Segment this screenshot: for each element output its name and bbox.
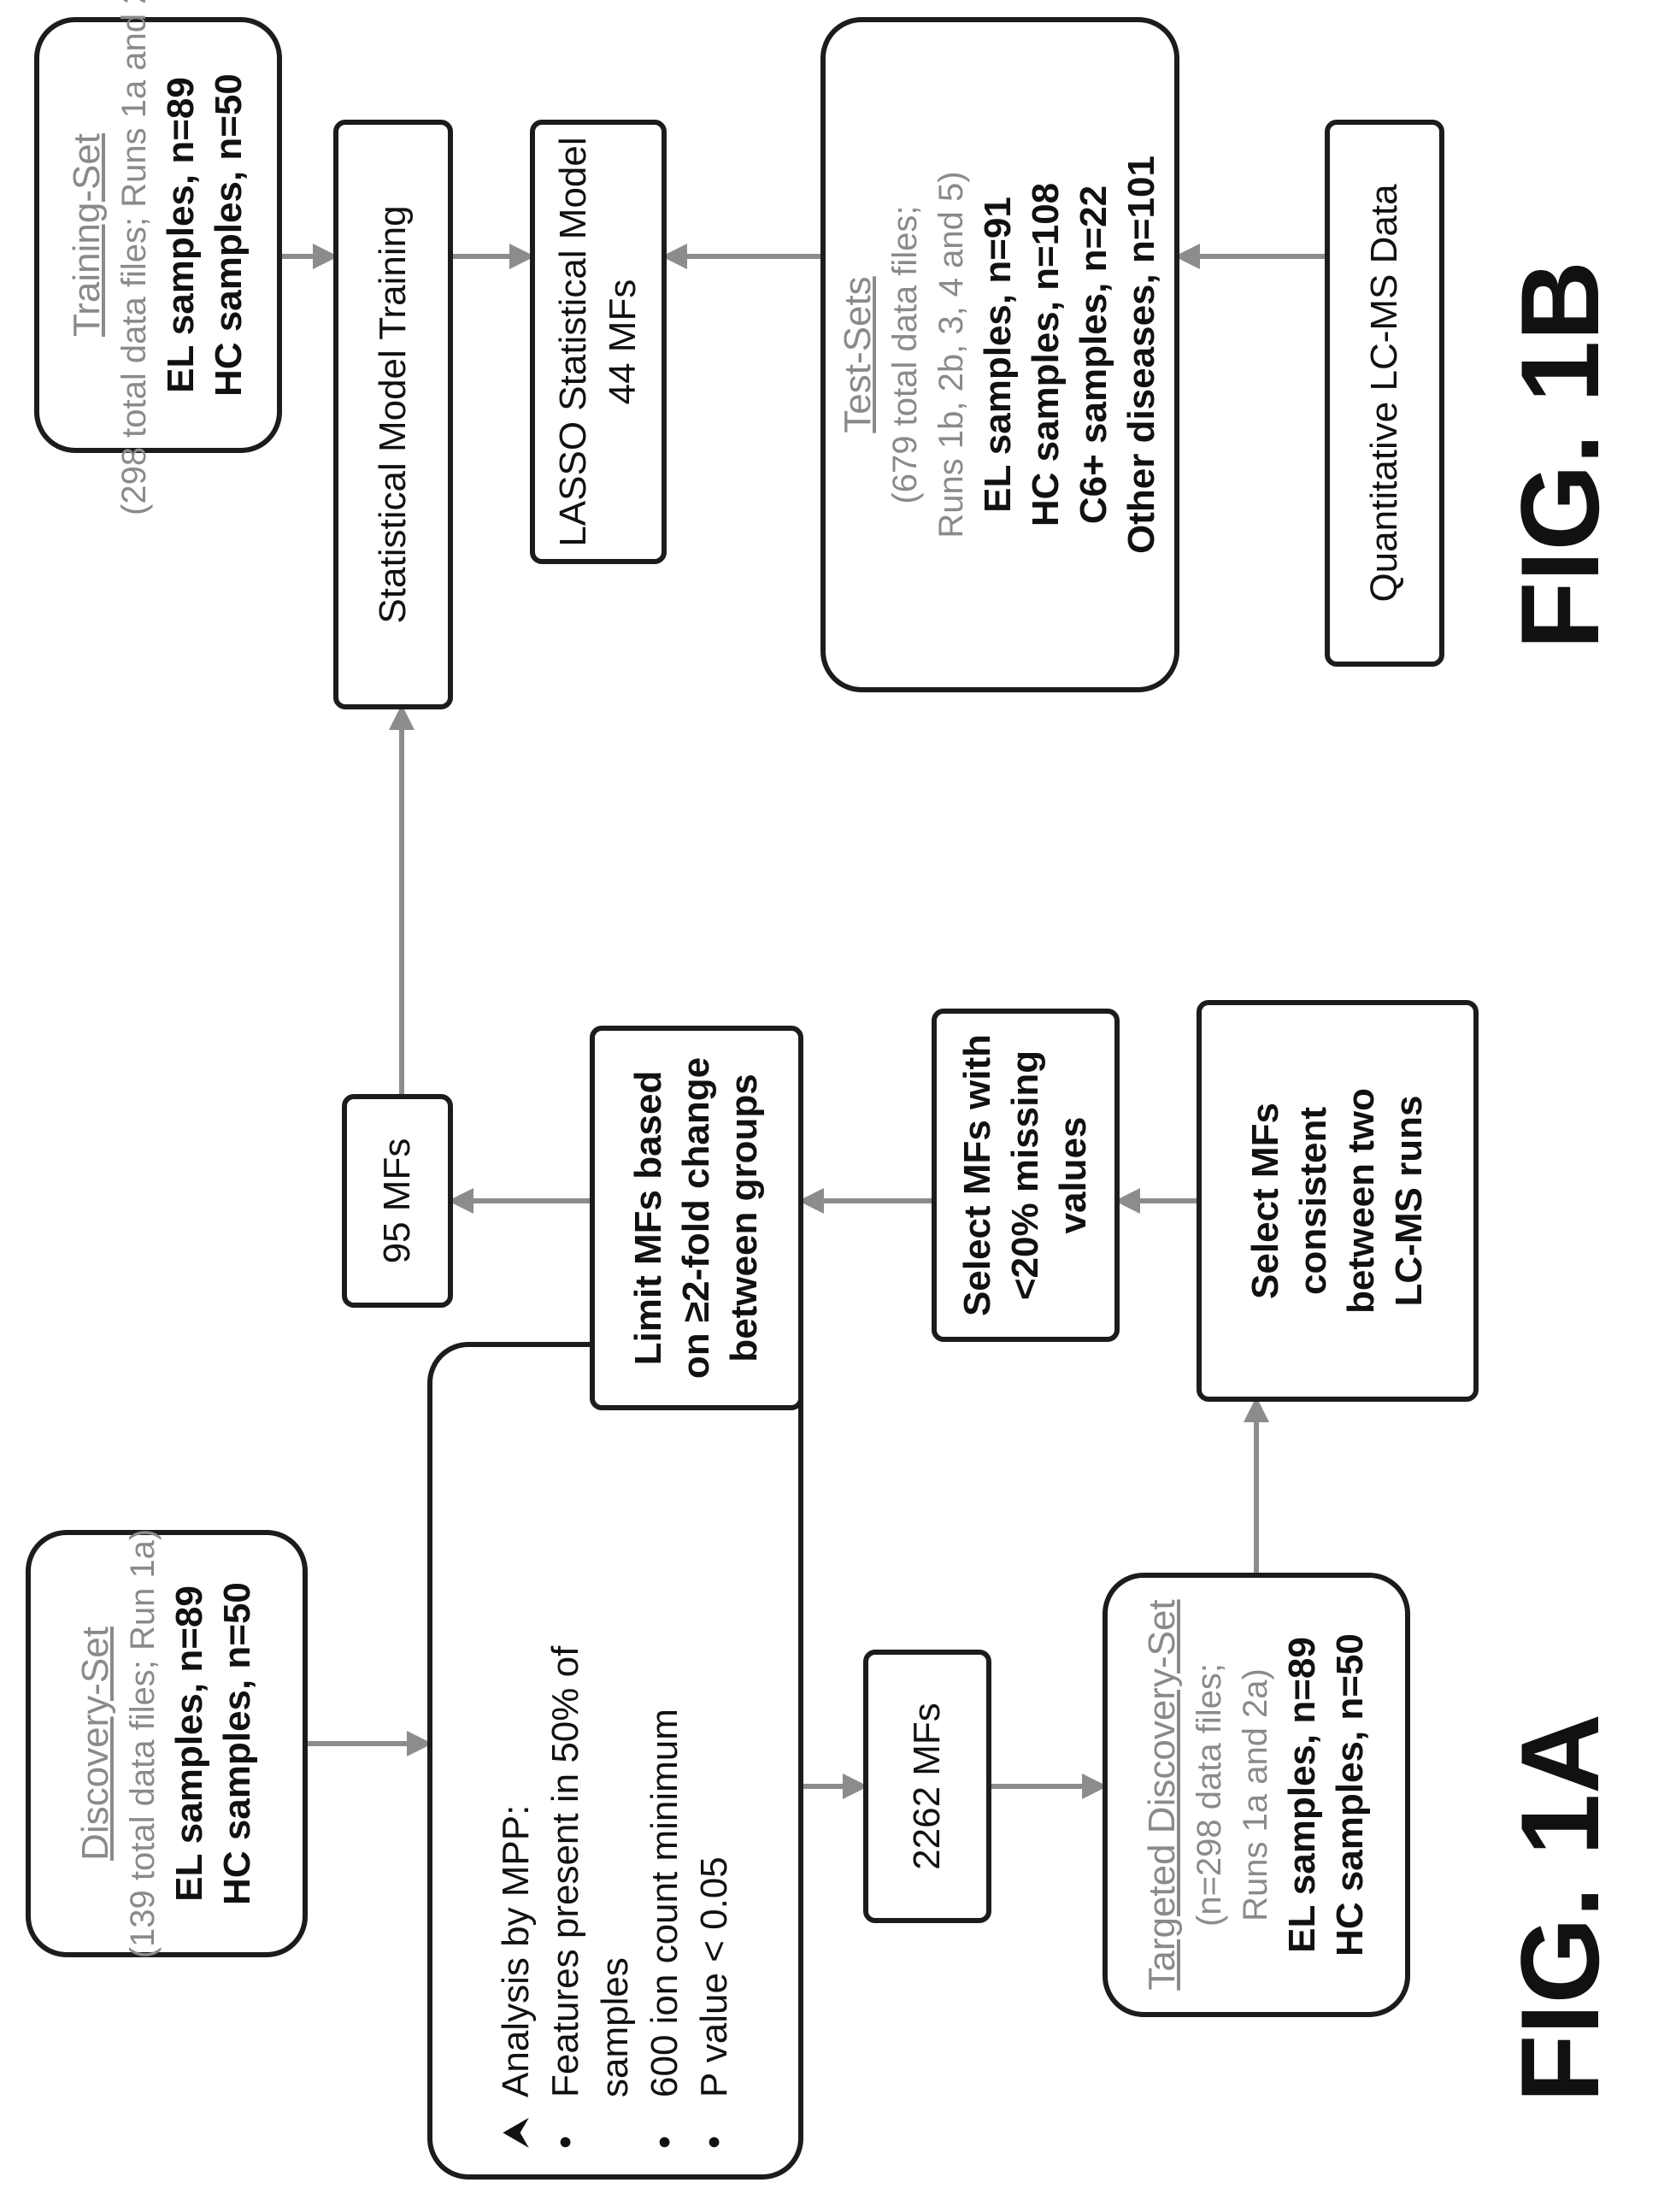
test-sets-box: Test-Sets (679 total data files; Runs 1b… <box>820 17 1179 692</box>
training-title: Training-Set <box>63 133 111 337</box>
mpp-item-row: • Features present in 50% of <box>541 1646 591 2149</box>
lasso-model-box: LASSO Statistical Model 44 MFs <box>530 120 667 564</box>
limit-fold-line: Limit MFs based <box>625 1071 673 1366</box>
bullet-icon: • <box>690 2097 739 2149</box>
targeted-subtitle-line: Runs 1a and 2a) <box>1232 1668 1279 1921</box>
mpp-item: Features present in 50% of <box>541 1646 591 2097</box>
mpp-analysis-box: ⮝ Analysis by MPP: • Features present in… <box>427 1342 803 2180</box>
targeted-el: EL samples, n=89 <box>1279 1637 1326 1953</box>
fig-1a-label: FIG. 1A <box>1496 1714 1624 2103</box>
lasso-line: LASSO Statistical Model <box>549 137 598 546</box>
bullet-icon: • <box>640 2097 690 2149</box>
lcms-data-label: Quantitative LC-MS Data <box>1360 184 1409 602</box>
mfs-2262-label: 2262 MFs <box>903 1703 952 1870</box>
limit-fold-line: on ≥2-fold change <box>673 1057 720 1379</box>
mpp-item-row: • 600 ion count minimum <box>640 1709 690 2149</box>
bullet-icon: • <box>541 2097 591 2149</box>
select-missing-box: Select MFs with <20% missing values <box>932 1009 1120 1342</box>
mpp-title: Analysis by MPP: <box>491 1805 541 2097</box>
select-consistent-box: Select MFs consistent between two LC-MS … <box>1197 1000 1479 1402</box>
discovery-set-el: EL samples, n=89 <box>166 1585 214 1902</box>
limit-fold-change-box: Limit MFs based on ≥2-fold change betwee… <box>590 1026 803 1410</box>
test-sets-subtitle-line: (679 total data files; <box>882 205 928 503</box>
targeted-subtitle-line: (n=298 data files; <box>1186 1663 1232 1927</box>
logo-icon: ⮝ <box>491 2097 541 2149</box>
mpp-item-row: samples <box>591 1957 640 2149</box>
discovery-set-hc: HC samples, n=50 <box>214 1582 262 1905</box>
test-sets-el: EL samples, n=91 <box>974 197 1022 513</box>
select-missing-line: <20% missing <box>1002 1050 1050 1300</box>
targeted-hc: HC samples, n=50 <box>1326 1633 1374 1956</box>
test-sets-hc: HC samples, n=108 <box>1022 183 1070 527</box>
lcms-data-box: Quantitative LC-MS Data <box>1325 120 1444 667</box>
select-missing-line: values <box>1050 1117 1097 1234</box>
training-set-box: Training-Set (298 total data files; Runs… <box>34 17 282 453</box>
fig-1b-label: FIG. 1B <box>1496 261 1624 650</box>
select-missing-line: Select MFs with <box>954 1034 1002 1316</box>
discovery-set-box: Discovery-Set (139 total data files; Run… <box>26 1530 308 1957</box>
test-sets-subtitle-line: Runs 1b, 2b, 3, 4 and 5) <box>928 171 974 538</box>
training-hc: HC samples, n=50 <box>205 74 253 397</box>
targeted-title: Targeted Discovery-Set <box>1138 1599 1186 1990</box>
mpp-item-row: • P value < 0.05 <box>690 1856 739 2149</box>
mfs-2262-box: 2262 MFs <box>863 1650 991 1923</box>
select-consistent-line: LC-MS runs <box>1385 1096 1433 1307</box>
discovery-set-subtitle: (139 total data files; Run 1a) <box>120 1529 166 1959</box>
select-consistent-line: Select MFs <box>1242 1103 1290 1299</box>
training-subtitle: (298 total data files; Runs 1a and 2a) <box>111 0 157 515</box>
mpp-item: 600 ion count minimum <box>640 1709 690 2097</box>
training-el: EL samples, n=89 <box>157 77 205 393</box>
mfs-95-label: 95 MFs <box>373 1138 422 1264</box>
select-consistent-line: between two <box>1338 1088 1385 1314</box>
test-sets-title: Test-Sets <box>834 276 882 432</box>
test-sets-c6: C6+ samples, n=22 <box>1070 185 1118 524</box>
statistical-model-training-box: Statistical Model Training <box>333 120 453 709</box>
select-consistent-line: consistent <box>1290 1107 1338 1295</box>
mpp-title-row: ⮝ Analysis by MPP: <box>491 1805 541 2149</box>
test-sets-other: Other diseases, n=101 <box>1118 156 1166 554</box>
limit-fold-line: between groups <box>720 1074 768 1362</box>
mpp-item: samples <box>591 1957 640 2097</box>
mfs-95-box: 95 MFs <box>342 1094 453 1308</box>
lasso-line: 44 MFs <box>598 279 648 405</box>
discovery-set-title: Discovery-Set <box>72 1627 120 1861</box>
mpp-item: P value < 0.05 <box>690 1856 739 2097</box>
targeted-discovery-set-box: Targeted Discovery-Set (n=298 data files… <box>1103 1573 1410 2017</box>
model-training-label: Statistical Model Training <box>368 205 418 623</box>
